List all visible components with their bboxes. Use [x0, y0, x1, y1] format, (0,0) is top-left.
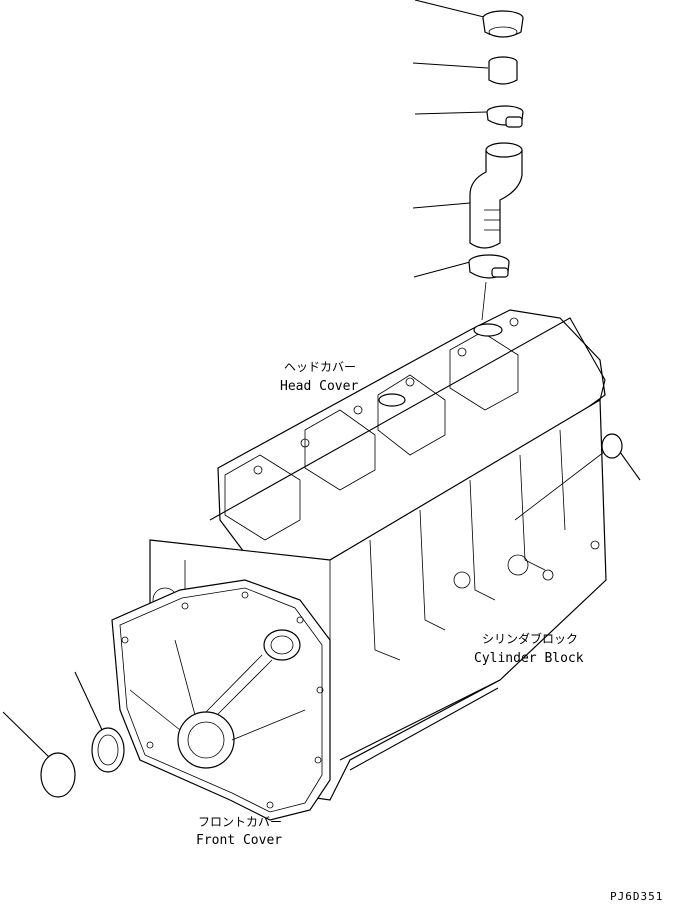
head-cover-label-jp: ヘッドカバー	[284, 360, 356, 374]
oil-filler-cap	[414, 0, 524, 38]
front-cover	[111, 579, 331, 821]
head-cover-label-en: Head Cover	[280, 379, 358, 394]
leader-line	[412, 202, 471, 209]
sleeve-ring	[412, 56, 518, 85]
cylinder-block-label-en: Cylinder Block	[474, 651, 584, 666]
front-cover-label-en: Front Cover	[196, 833, 282, 848]
leader-line	[413, 261, 471, 278]
leader-line	[74, 671, 104, 733]
head-cover-label: ヘッドカバー Head Cover	[280, 360, 358, 394]
front-oil-seal	[74, 671, 125, 773]
hose-clamp-lower	[413, 254, 510, 321]
leader-line	[414, 0, 489, 19]
cylinder-block-label: シリンダブロック Cylinder Block	[474, 631, 584, 666]
front-cover-label: フロントカバー Front Cover	[196, 815, 282, 848]
cylinder-block-label-jp: シリンダブロック	[482, 631, 578, 646]
block-side-plug	[514, 433, 641, 521]
leader-line	[414, 111, 488, 115]
figure-code: PJ6D351	[610, 890, 663, 903]
hose-clamp-upper	[414, 105, 524, 128]
leader-line	[412, 62, 489, 69]
front-cover-label-jp: フロントカバー	[198, 815, 282, 829]
leader-line	[2, 711, 51, 759]
breather-hose	[412, 142, 523, 249]
leader-line	[619, 451, 641, 481]
front-cap-plug	[2, 711, 76, 798]
